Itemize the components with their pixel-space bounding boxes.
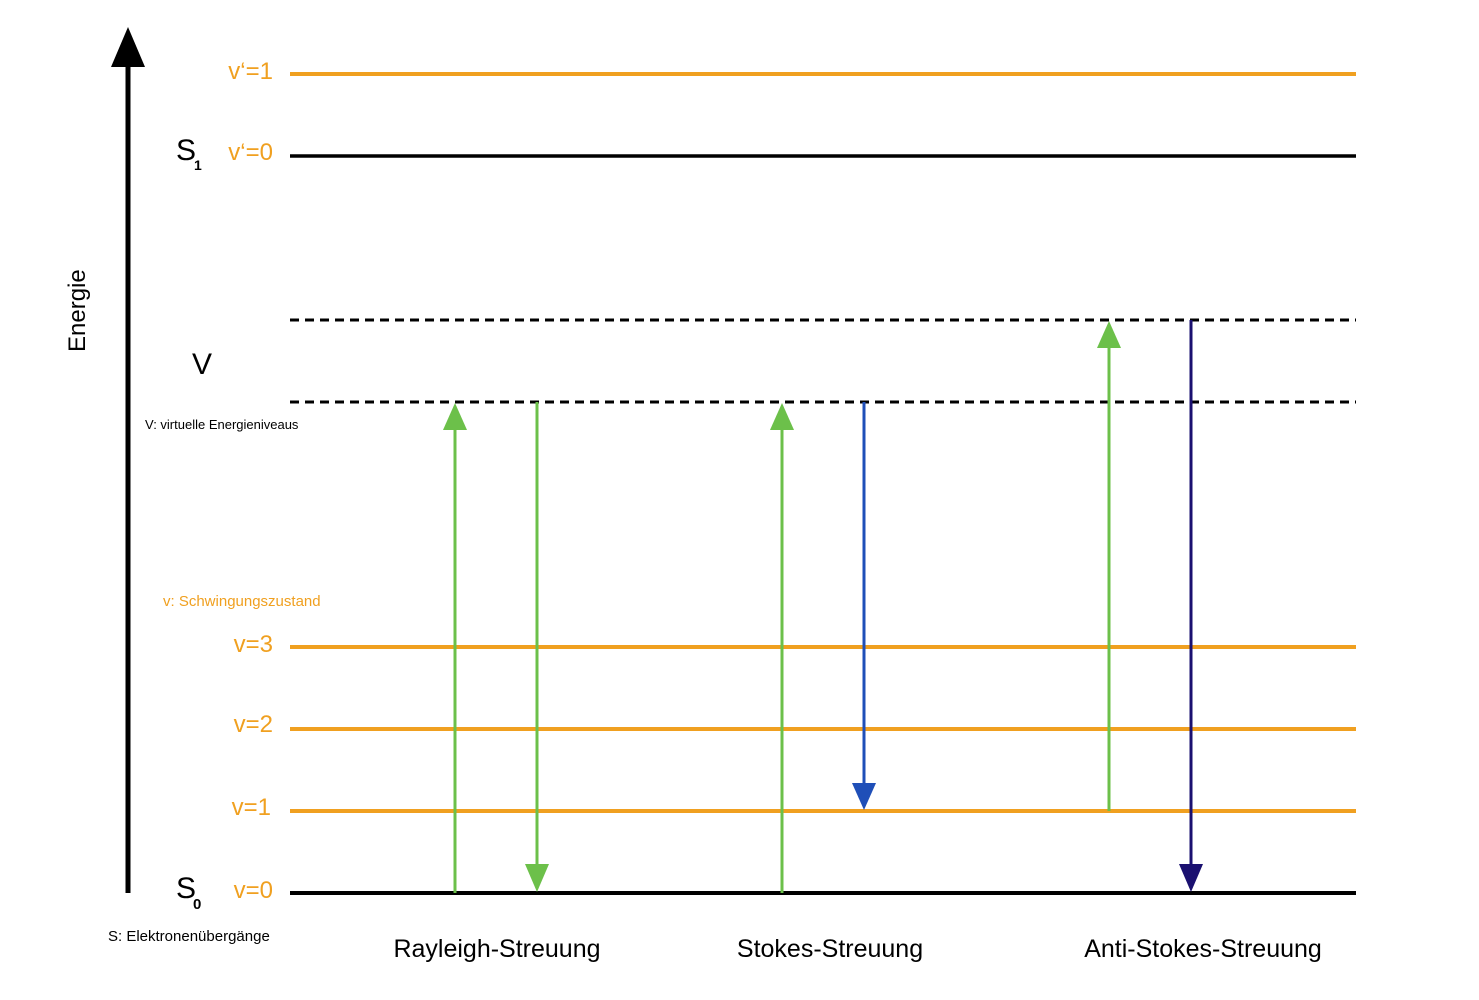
- energy-levels: [290, 72, 1356, 895]
- anti-stokes-emission-arrowhead: [1179, 864, 1203, 892]
- anti-stokes-emission-arrow: [1179, 320, 1203, 892]
- label-v0: v=0: [234, 877, 273, 904]
- label-v3: v=3: [234, 631, 273, 658]
- rayleigh-emission-arrow: [525, 402, 549, 892]
- anti-stokes-label: Anti-Stokes-Streuung: [1084, 935, 1322, 963]
- anti-stokes-excitation-arrowhead: [1097, 321, 1121, 348]
- energy-axis-arrowhead: [111, 27, 145, 67]
- label-s1-subscript: 1: [194, 157, 202, 173]
- energy-axis: Energie: [64, 27, 145, 893]
- anti-stokes-excitation-arrow: [1097, 321, 1121, 811]
- label-s0: S: [176, 872, 196, 905]
- stokes-label: Stokes-Streuung: [737, 935, 923, 963]
- stokes-excitation-arrow: [770, 403, 794, 893]
- label-v1: v=1: [232, 794, 271, 821]
- stokes-emission-arrow: [852, 402, 876, 810]
- virtual-level-note: V: virtuelle Energieniveaus: [145, 417, 299, 432]
- rayleigh-label: Rayleigh-Streuung: [393, 935, 600, 963]
- label-s0-subscript: 0: [193, 896, 201, 913]
- stokes-emission-arrowhead: [852, 783, 876, 810]
- transition-arrows: [443, 320, 1203, 893]
- rayleigh-excitation-arrowhead: [443, 403, 467, 430]
- vibration-state-note: v: Schwingungszustand: [163, 593, 321, 610]
- energy-axis-label: Energie: [64, 269, 91, 352]
- stokes-excitation-arrowhead: [770, 403, 794, 430]
- label-v-prime-1: v‘=1: [228, 58, 273, 85]
- process-labels: Rayleigh-Streuung Stokes-Streuung Anti-S…: [393, 935, 1321, 963]
- label-virtual-level: V: [192, 348, 212, 381]
- label-s1: S: [176, 134, 196, 167]
- rayleigh-excitation-arrow: [443, 403, 467, 893]
- electronic-transitions-note: S: Elektronenübergänge: [108, 928, 270, 945]
- level-labels: v‘=1 S 1 v‘=0 V V: virtuelle Energienive…: [108, 58, 321, 945]
- label-v-prime-0: v‘=0: [228, 139, 273, 166]
- rayleigh-emission-arrowhead: [525, 864, 549, 892]
- label-v2: v=2: [234, 711, 273, 738]
